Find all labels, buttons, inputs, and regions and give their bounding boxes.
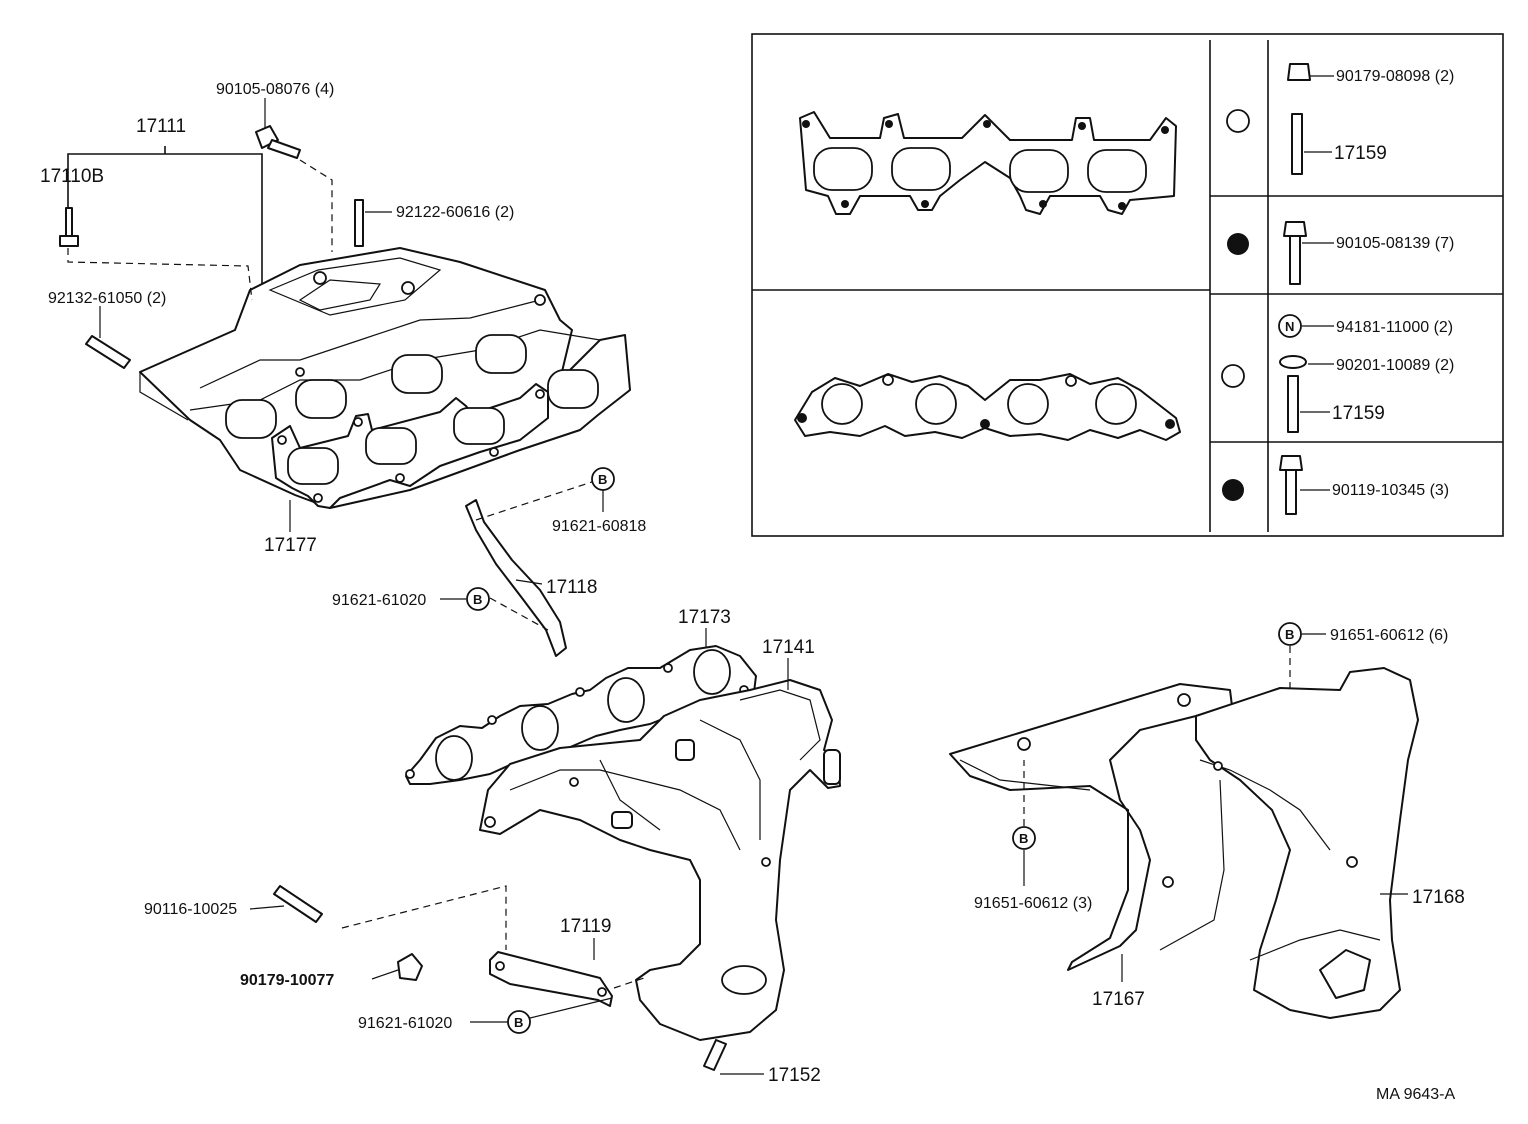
label-17111: 17111: [136, 116, 186, 137]
label-90119-10345: 90119-10345 (3): [1332, 482, 1449, 499]
label-17141: 17141: [762, 637, 815, 658]
label-91651-60612-6: 91651-60612 (6): [1330, 627, 1448, 644]
label-17167: 17167: [1092, 989, 1145, 1010]
b-mark-letter: B: [1019, 831, 1028, 846]
insulator-callouts: [1012, 622, 1326, 886]
label-17118: 17118: [546, 577, 597, 598]
label-91651-60612-3: 91651-60612 (3): [974, 895, 1092, 912]
label-17173: 17173: [678, 607, 731, 628]
label-90105-08139: 90105-08139 (7): [1336, 235, 1454, 252]
intake-callouts: [59, 98, 392, 532]
label-17159-b: 17159: [1332, 403, 1385, 424]
label-90179-08098: 90179-08098 (2): [1336, 68, 1454, 85]
label-90116-10025: 90116-10025: [144, 901, 237, 918]
exhaust-gasket-17173: [405, 645, 757, 785]
filled-circle-icon: [1227, 233, 1249, 255]
label-94181-11000: 94181-11000 (2): [1336, 319, 1453, 336]
label-91621-60818: 91621-60818: [552, 518, 646, 535]
intake-gasket-inset: [799, 111, 1177, 215]
exhaust-gasket-inset: [794, 373, 1181, 441]
open-circle-icon: [1226, 109, 1250, 133]
heat-insulator-17167: [949, 683, 1233, 982]
gasket-variant-table: [751, 33, 1504, 537]
b-mark-icon: [1278, 622, 1302, 646]
label-90179-10077: 90179-10077: [240, 972, 334, 989]
label-17159-a: 17159: [1334, 143, 1387, 164]
label-91621-61020-top: 91621-61020: [332, 592, 426, 609]
filled-circle-icon: [1222, 479, 1244, 501]
label-17119: 17119: [560, 916, 611, 937]
n-mark-icon: [1278, 314, 1302, 338]
intake-gasket-17177: [271, 383, 549, 509]
label-17152: 17152: [768, 1065, 821, 1086]
b-mark-letter: B: [1285, 627, 1294, 642]
label-92122-60616: 92122-60616 (2): [396, 204, 514, 221]
b-mark-letter: B: [473, 592, 482, 607]
label-91621-61020-bot: 91621-61020: [358, 1015, 452, 1032]
b-mark-icon: [1012, 826, 1036, 850]
label-90201-10089: 90201-10089 (2): [1336, 357, 1454, 374]
exhaust-manifold-17141: [479, 679, 841, 1041]
b-mark-icon: [466, 587, 490, 611]
open-circle-icon: [1221, 364, 1245, 388]
b-mark-letter: B: [514, 1015, 523, 1030]
label-17168: 17168: [1412, 887, 1465, 908]
n-mark-letter: N: [1285, 319, 1294, 334]
b-mark-letter: B: [598, 472, 607, 487]
reference-code: MA 9643-A: [1376, 1086, 1455, 1103]
label-92132-61050: 92132-61050 (2): [48, 290, 166, 307]
bracket-17118: [440, 467, 615, 657]
bracket-17119: [249, 885, 764, 1075]
inset-fasteners: [1278, 63, 1334, 515]
heat-insulator-17168: [1159, 667, 1419, 1019]
label-90105-08076: 90105-08076 (4): [216, 81, 334, 98]
label-17110b: 17110B: [40, 166, 104, 187]
label-17177: 17177: [264, 535, 317, 556]
